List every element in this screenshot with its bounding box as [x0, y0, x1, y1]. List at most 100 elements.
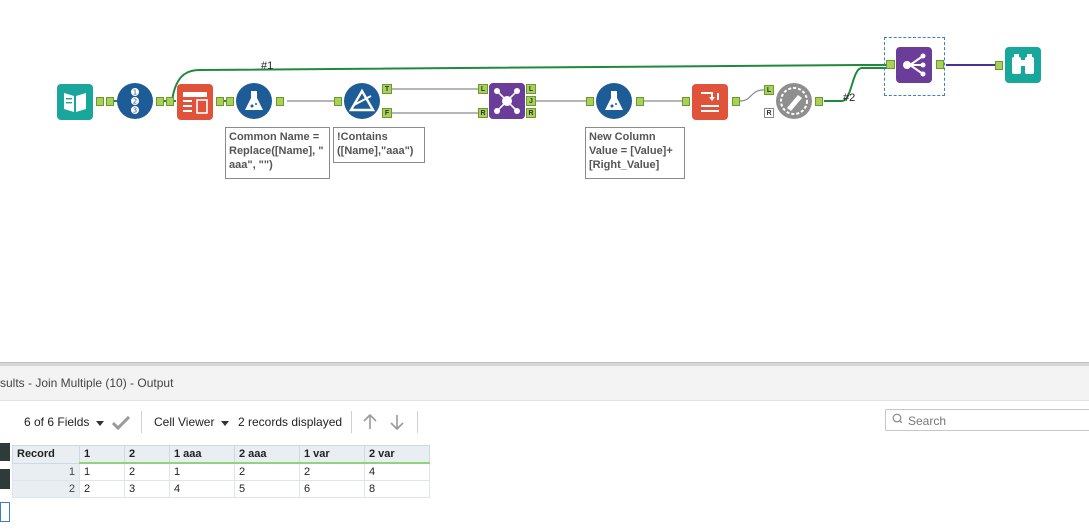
- joinmultiple-input-anchor[interactable]: [886, 60, 895, 69]
- recordid-input-anchor[interactable]: [106, 97, 114, 106]
- workflow-canvas[interactable]: 1 2 3 Common Name = Replace([Name], " aa…: [0, 0, 1089, 362]
- table-cell[interactable]: 5: [234, 480, 300, 498]
- side-messages-button[interactable]: [0, 469, 10, 489]
- crosstab-right-input-anchor[interactable]: R: [764, 108, 774, 118]
- transpose-tool[interactable]: [692, 84, 728, 120]
- table-row: 2 2 3 4 5 6 8: [12, 480, 430, 498]
- select-columns-icon: [183, 92, 208, 114]
- column-header[interactable]: 2 aaa: [234, 445, 300, 464]
- wire-transpose-to-crosstab: [739, 89, 765, 102]
- join-multiple-tool[interactable]: [896, 47, 932, 83]
- formula2-input-anchor[interactable]: [586, 97, 594, 106]
- toolbar-separator: [351, 411, 352, 433]
- connection-wires: [108, 64, 996, 114]
- results-table: Record 1 2 1 aaa 2 aaa 1 var 2 var 1 1 2…: [12, 445, 430, 498]
- input-data-tool[interactable]: [57, 84, 93, 120]
- filter-true-anchor[interactable]: T: [382, 84, 392, 94]
- toolbar-separator: [417, 411, 418, 433]
- joinmultiple-output-anchor[interactable]: [936, 60, 944, 69]
- join-right-input-anchor[interactable]: R: [478, 108, 488, 118]
- side-metadata-button[interactable]: [0, 441, 10, 461]
- connection-label-2: #2: [843, 92, 856, 104]
- table-cell[interactable]: 8: [364, 480, 430, 498]
- crosstab-tool[interactable]: [776, 83, 812, 119]
- checkmark-icon[interactable]: [112, 416, 130, 430]
- join-left-output-anchor[interactable]: L: [526, 84, 536, 94]
- select-tool[interactable]: [177, 84, 213, 120]
- column-header[interactable]: 2 var: [364, 445, 430, 464]
- arrow-down-icon[interactable]: [389, 414, 405, 430]
- toolbar-separator: [141, 411, 142, 433]
- table-cell[interactable]: 2: [234, 462, 300, 481]
- table-cell[interactable]: 2: [79, 480, 125, 498]
- crosstab-left-input-anchor[interactable]: L: [764, 85, 774, 95]
- book-icon: [64, 93, 86, 112]
- record-number[interactable]: 1: [12, 462, 80, 481]
- flask-icon: [605, 91, 623, 110]
- fields-dropdown[interactable]: 6 of 6 Fields: [24, 415, 90, 429]
- wire-c1: [171, 64, 886, 102]
- table-cell[interactable]: 4: [169, 480, 235, 498]
- records-displayed: 2 records displayed: [238, 415, 343, 429]
- record-id-tool[interactable]: 1 2 3: [117, 83, 153, 119]
- column-header[interactable]: 2: [124, 445, 170, 464]
- table-cell[interactable]: 6: [299, 480, 365, 498]
- column-header[interactable]: 1: [79, 445, 125, 464]
- formula-tool-2[interactable]: [596, 83, 632, 119]
- table-cell[interactable]: 3: [124, 480, 170, 498]
- arrow-up-icon[interactable]: [362, 414, 378, 430]
- select-output-anchor[interactable]: [216, 97, 224, 106]
- table-row: 1 1 2 1 2 2 4: [12, 462, 430, 481]
- formula1-output-anchor[interactable]: [276, 97, 284, 106]
- table-cell[interactable]: 1: [79, 462, 125, 481]
- svg-text:2: 2: [133, 98, 137, 106]
- input-output-anchor[interactable]: [96, 97, 104, 106]
- connection-label-1: #1: [261, 60, 274, 72]
- results-title-bar: sults - Join Multiple (10) - Output: [0, 366, 1089, 401]
- column-header[interactable]: 1 aaa: [169, 445, 235, 464]
- cell-viewer-dropdown[interactable]: Cell Viewer: [154, 415, 215, 429]
- results-title: sults - Join Multiple (10) - Output: [0, 376, 174, 390]
- filter-annotation: !Contains ([Name],"aaa"): [333, 127, 425, 163]
- formula1-input-anchor[interactable]: [226, 97, 234, 106]
- chevron-down-icon[interactable]: [96, 421, 104, 427]
- pen-gear-icon: [780, 87, 808, 115]
- svg-text:3: 3: [133, 107, 137, 115]
- formula2-output-anchor[interactable]: [636, 97, 644, 106]
- search-input[interactable]: [906, 411, 1080, 431]
- transpose-output-anchor[interactable]: [732, 97, 740, 106]
- table-cell[interactable]: 4: [364, 462, 430, 481]
- side-expand-button[interactable]: [0, 502, 10, 522]
- table-cell[interactable]: 2: [124, 462, 170, 481]
- join-left-input-anchor[interactable]: L: [478, 84, 488, 94]
- formula2-annotation: New Column Value = [Value]+ [Right_Value…: [585, 127, 685, 179]
- filter-triangle-icon: [348, 88, 376, 112]
- transpose-arrows-icon: [701, 92, 719, 112]
- recordid-output-anchor[interactable]: [156, 97, 164, 106]
- search-box[interactable]: [885, 409, 1089, 431]
- filter-tool[interactable]: [344, 83, 380, 119]
- select-input-anchor[interactable]: [166, 97, 174, 106]
- join-multiple-icon: [903, 53, 926, 77]
- table-header-row: Record 1 2 1 aaa 2 aaa 1 var 2 var: [12, 445, 430, 464]
- panel-splitter[interactable]: [0, 362, 1089, 367]
- column-header-record[interactable]: Record: [12, 445, 80, 464]
- record-number[interactable]: 2: [12, 480, 80, 498]
- table-cell[interactable]: 1: [169, 462, 235, 481]
- column-header[interactable]: 1 var: [299, 445, 365, 464]
- table-cell[interactable]: 2: [299, 462, 365, 481]
- numbered-list-icon: 1 2 3: [131, 88, 139, 115]
- filter-false-anchor[interactable]: F: [382, 108, 392, 118]
- join-join-output-anchor[interactable]: J: [526, 96, 536, 106]
- formula-tool-1[interactable]: [236, 83, 272, 119]
- join-nodes-icon: [494, 88, 520, 114]
- chevron-down-icon[interactable]: [221, 421, 229, 427]
- browse-tool[interactable]: [1005, 47, 1041, 83]
- crosstab-output-anchor[interactable]: [815, 97, 823, 106]
- search-icon: [892, 413, 902, 423]
- join-tool[interactable]: [489, 83, 525, 119]
- filter-input-anchor[interactable]: [334, 97, 342, 106]
- transpose-input-anchor[interactable]: [682, 97, 690, 106]
- join-right-output-anchor[interactable]: R: [526, 108, 536, 118]
- browse-input-anchor[interactable]: [995, 61, 1003, 70]
